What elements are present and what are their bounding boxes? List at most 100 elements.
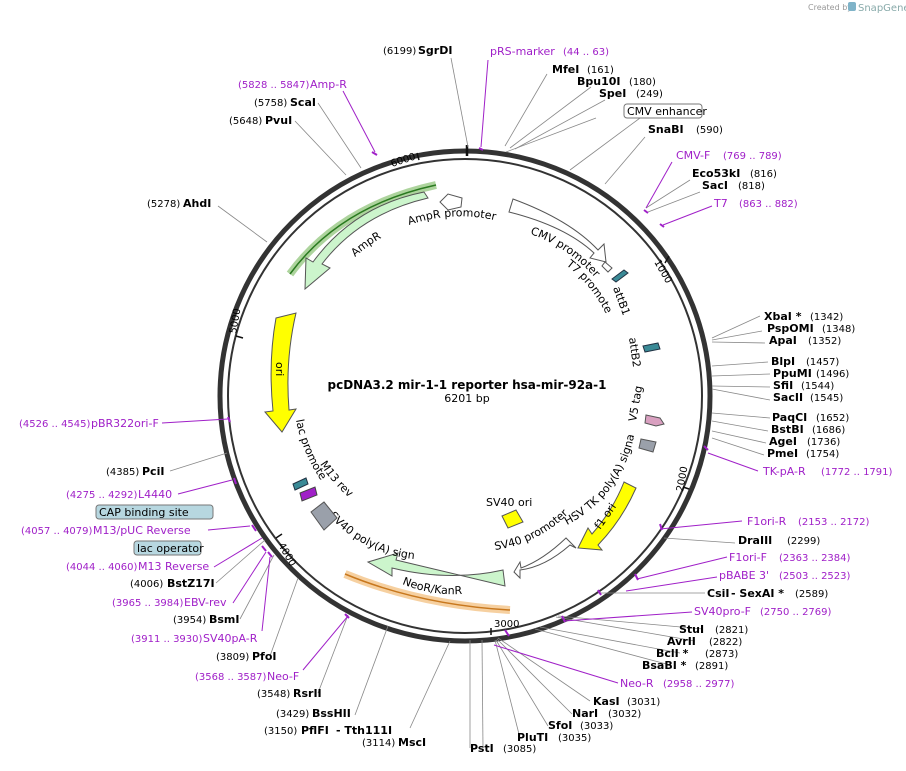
primer-name-m13-reverse[interactable]: M13 Reverse (138, 560, 209, 573)
primer-name-t7[interactable]: T7 (713, 197, 728, 210)
site-name-paqci[interactable]: PaqCI (772, 411, 807, 424)
site-name-tth111i[interactable]: - Tth111I (336, 724, 392, 737)
ampr-promoter-arrow[interactable] (439, 193, 463, 211)
site-pos-avrii: (2822) (709, 637, 742, 648)
primer-name-amp-r[interactable]: Amp-R (310, 78, 347, 91)
site-pos-pmei: (1754) (806, 449, 839, 460)
primer-name-cmv-f[interactable]: CMV-F (676, 149, 710, 162)
site-name-pcii[interactable]: PciI (142, 465, 164, 478)
primer-pos-sv40pa-r: (3911 .. 3930) (131, 634, 203, 645)
site-name-psti[interactable]: PstI (470, 742, 494, 755)
sv40-ori-label: SV40 ori (486, 496, 532, 509)
primer-name-neo-r[interactable]: Neo-R (620, 677, 654, 690)
site-pos-stui: (2821) (715, 625, 748, 636)
site-name-avrii[interactable]: AvrII (667, 635, 696, 648)
site-pos-scai: (5758) (254, 98, 287, 109)
site-name-spei[interactable]: SpeI (599, 87, 626, 100)
site-name-pluti[interactable]: PluTI (517, 731, 548, 744)
site-name-sgrdi[interactable]: SgrDI (418, 44, 452, 57)
site-pos-bpu10i: (180) (629, 77, 656, 88)
site-name-kasi[interactable]: KasI (593, 695, 620, 708)
site-name-bstbi[interactable]: BstBI (771, 423, 804, 436)
site-pos-saci: (818) (738, 181, 765, 192)
site-name-pspomi[interactable]: PspOMI (767, 322, 814, 335)
f1-ori-arrow[interactable] (577, 481, 637, 551)
attb2-arrow[interactable] (642, 342, 661, 353)
neor-kanr-arrow[interactable] (366, 552, 506, 587)
lac-operator-mark[interactable] (299, 486, 318, 502)
primer-name-prs-marker[interactable]: pRS-marker (490, 45, 555, 58)
site-name-sfoi[interactable]: SfoI (548, 719, 572, 732)
site-pos-sfii: (1544) (801, 381, 834, 392)
ori-arrow[interactable] (264, 312, 297, 433)
site-name-sexai[interactable]: - SexAI * (731, 587, 784, 600)
primer-name-pbr322ori-f[interactable]: pBR322ori-F (91, 417, 159, 430)
site-name-agei[interactable]: AgeI (769, 435, 797, 448)
site-name-apai[interactable]: ApaI (769, 334, 797, 347)
cmv-promoter-arrow[interactable] (508, 198, 607, 263)
site-name-scai[interactable]: ScaI (290, 96, 316, 109)
site-name-bsshii[interactable]: BssHII (312, 707, 351, 720)
primer-pos-f1ori-f: (2363 .. 2384) (779, 553, 851, 564)
sv40-promoter-arrow[interactable] (513, 537, 577, 580)
site-name-bstz17i[interactable]: BstZ17I (167, 577, 215, 590)
site-name-eco53ki[interactable]: Eco53kI (692, 167, 740, 180)
primer-pos-l4440: (4275 .. 4292) (66, 490, 138, 501)
primer-name-f1ori-f[interactable]: F1ori-F (729, 551, 767, 564)
primer-name-ebv-rev[interactable]: EBV-rev (184, 596, 227, 609)
ampr-arrow[interactable] (304, 191, 429, 291)
site-name-saci[interactable]: SacI (702, 179, 728, 192)
site-pos-mfei: (161) (587, 65, 614, 76)
attb1-arrow[interactable] (611, 269, 629, 283)
cmv-enhancer-box[interactable] (623, 103, 703, 119)
m13-rev-arrow[interactable] (292, 477, 309, 491)
site-name-rsrii[interactable]: RsrII (293, 687, 322, 700)
site-name-mfei[interactable]: MfeI (552, 63, 579, 76)
site-name-bcli[interactable]: BclI * (656, 647, 689, 660)
site-name-msci[interactable]: MscI (398, 736, 426, 749)
tick-label-5000: 5000 (228, 308, 243, 335)
ori-label: ori (273, 362, 286, 376)
primer-name-f1ori-r[interactable]: F1ori-R (747, 515, 787, 528)
site-name-csii[interactable]: CsiI (707, 587, 729, 600)
lac-operator-label: lac operator (137, 542, 204, 555)
primer-name-m13-puc-reverse[interactable]: M13/pUC Reverse (93, 524, 191, 537)
site-name-xbai[interactable]: XbaI * (764, 310, 802, 323)
primer-name-pbabe-3[interactable]: pBABE 3' (719, 569, 769, 582)
ampr-promoter-label: AmpR promoter (406, 206, 498, 227)
site-pos-pvui: (5648) (229, 116, 262, 127)
v5-tag-arrow[interactable] (644, 414, 665, 427)
site-name-pvui[interactable]: PvuI (265, 114, 292, 127)
site-name-bpu10i[interactable]: Bpu10I (577, 75, 621, 88)
site-name-stui[interactable]: StuI (679, 623, 704, 636)
site-pos-bsmi: (3954) (173, 615, 206, 626)
t7-promoter-arrow[interactable] (601, 261, 613, 273)
site-name-sacii[interactable]: SacII (773, 391, 803, 404)
primer-name-sv40pro-f[interactable]: SV40pro-F (694, 605, 751, 618)
site-name-ahdi[interactable]: AhdI (183, 197, 211, 210)
site-name-bsabi[interactable]: BsaBI * (642, 659, 687, 672)
site-name-snabi[interactable]: SnaBI (648, 123, 684, 136)
sv40-ori-box[interactable] (501, 509, 524, 529)
primer-name-l4440[interactable]: L4440 (138, 488, 172, 501)
site-name-bsmi[interactable]: BsmI (209, 613, 240, 626)
site-name-nari[interactable]: NarI (572, 707, 598, 720)
cap-binding-site-box[interactable] (95, 504, 214, 520)
site-pos-msci: (3114) (362, 738, 395, 749)
site-name-pfoi[interactable]: PfoI (252, 650, 277, 663)
primer-name-neo-f[interactable]: Neo-F (267, 670, 299, 683)
primer-pos-pbr322ori-f: (4526 .. 4545) (19, 419, 91, 430)
site-pos-ppumi: (1496) (816, 369, 849, 380)
site-name-draiii[interactable]: DraIII (738, 534, 772, 547)
site-name-blpi[interactable]: BlpI (771, 355, 795, 368)
site-name-pmei[interactable]: PmeI (767, 447, 798, 460)
primer-name-tk-pa-r[interactable]: TK-pA-R (762, 465, 806, 478)
lac-operator-box[interactable] (133, 540, 202, 556)
primer-name-sv40pa-r[interactable]: SV40pA-R (203, 632, 258, 645)
site-name-pflfi[interactable]: PflFI (301, 724, 329, 737)
site-pos-pflfi: (3150) (264, 726, 297, 737)
site-pos-ahdi: (5278) (147, 199, 180, 210)
site-name-sfii[interactable]: SfiI (773, 379, 793, 392)
m13-rev-label: M13 rev (317, 458, 356, 500)
site-name-ppumi[interactable]: PpuMI (773, 367, 812, 380)
